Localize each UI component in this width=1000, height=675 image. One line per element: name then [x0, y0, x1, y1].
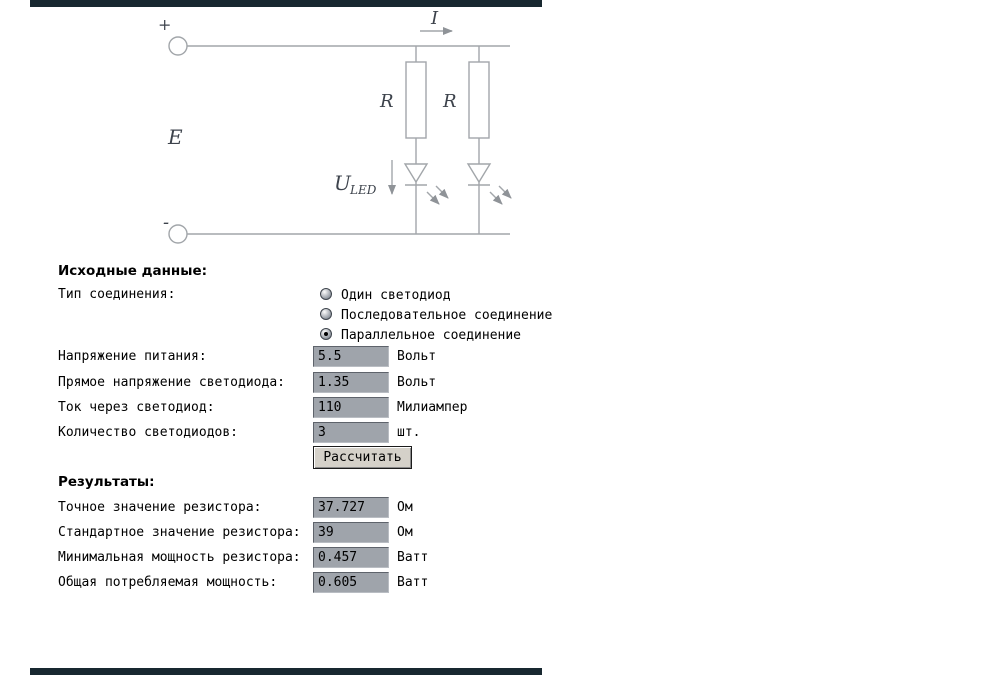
- supply-voltage-input[interactable]: [313, 346, 389, 367]
- exact-resistor-row: Точное значение резистора: Ом: [0, 497, 1000, 521]
- led-count-label: Количество светодиодов:: [58, 425, 239, 440]
- calculate-button[interactable]: Рассчитать: [313, 446, 412, 469]
- led1-light-arrow: [426, 191, 440, 205]
- exact-resistor-unit: Ом: [397, 500, 413, 515]
- radio-option-0[interactable]: [320, 288, 332, 300]
- standard-resistor-row: Стандартное значение резистора: Ом: [0, 522, 1000, 546]
- led-current-label: Ток через светодиод:: [58, 400, 215, 415]
- led2-light-arrow: [498, 185, 512, 199]
- minus-terminal-label: -: [163, 212, 169, 233]
- total-power-row: Общая потребляемая мощность: Ватт: [0, 572, 1000, 596]
- exact-resistor-value: [313, 497, 389, 518]
- supply-voltage-unit: Вольт: [397, 349, 437, 364]
- led-forward-voltage-input[interactable]: [313, 372, 389, 393]
- led-forward-voltage-row: Прямое напряжение светодиода: Вольт: [0, 372, 1000, 396]
- radio-option-2[interactable]: [320, 328, 332, 340]
- led-current-row: Ток через светодиод: Милиампер: [0, 397, 1000, 421]
- min-power-value: [313, 547, 389, 568]
- positive-terminal: [168, 36, 188, 56]
- standard-resistor-unit: Ом: [397, 525, 413, 540]
- standard-resistor-label: Стандартное значение резистора:: [58, 525, 301, 540]
- led2-light-arrow: [489, 191, 503, 205]
- uled-label: U: [334, 171, 352, 195]
- radio-row-single-led: Один светодиод: [0, 286, 1000, 306]
- standard-resistor-value: [313, 522, 389, 543]
- radio-option-2-label: Параллельное соединение: [341, 328, 522, 343]
- min-power-label: Минимальная мощность резистора:: [58, 550, 301, 565]
- led-count-input[interactable]: [313, 422, 389, 443]
- current-label: I: [430, 8, 439, 29]
- radio-row-series: Последовательное соединение: [0, 306, 1000, 326]
- led1-symbol: [403, 163, 429, 184]
- resistor1-label: R: [379, 91, 394, 112]
- led-forward-voltage-label: Прямое напряжение светодиода:: [58, 375, 285, 390]
- results-heading: Результаты:: [58, 474, 155, 490]
- radio-dot: [324, 332, 328, 336]
- led-current-input[interactable]: [313, 397, 389, 418]
- circuit-diagram: + - E I R R U LED: [158, 8, 512, 244]
- resistor2-label: R: [442, 91, 457, 112]
- inputs-heading: Исходные данные:: [58, 263, 208, 279]
- led1-light-arrow: [435, 185, 449, 199]
- negative-terminal: [168, 224, 188, 244]
- radio-option-1-label: Последовательное соединение: [341, 308, 553, 323]
- radio-option-1[interactable]: [320, 308, 332, 320]
- supply-voltage-label: Напряжение питания:: [58, 349, 207, 364]
- total-power-label: Общая потребляемая мощность:: [58, 575, 278, 590]
- circuit-wires: [168, 27, 512, 244]
- radio-option-0-label: Один светодиод: [341, 288, 451, 303]
- min-power-unit: Ватт: [397, 550, 429, 565]
- resistor1-symbol: [405, 61, 427, 139]
- connection-type-label: Тип соединения:: [58, 287, 176, 302]
- led-count-row: Количество светодиодов: шт.: [0, 422, 1000, 446]
- supply-voltage-row: Напряжение питания: Вольт: [0, 346, 1000, 370]
- exact-resistor-label: Точное значение резистора:: [58, 500, 262, 515]
- connection-type-row: Тип соединения:: [0, 284, 1000, 308]
- top-border-bar: [30, 0, 542, 7]
- plus-terminal-label: +: [158, 15, 171, 34]
- led2-symbol: [466, 163, 492, 184]
- emf-label: E: [167, 125, 183, 149]
- resistor2-symbol: [468, 61, 490, 139]
- uled-sub-label: LED: [349, 183, 377, 197]
- total-power-unit: Ватт: [397, 575, 429, 590]
- led-forward-voltage-unit: Вольт: [397, 375, 437, 390]
- bottom-border-bar: [30, 668, 542, 675]
- led-current-unit: Милиампер: [397, 400, 468, 415]
- min-power-row: Минимальная мощность резистора: Ватт: [0, 547, 1000, 571]
- radio-row-parallel: Параллельное соединение: [0, 326, 1000, 346]
- led-count-unit: шт.: [397, 425, 421, 440]
- total-power-value: [313, 572, 389, 593]
